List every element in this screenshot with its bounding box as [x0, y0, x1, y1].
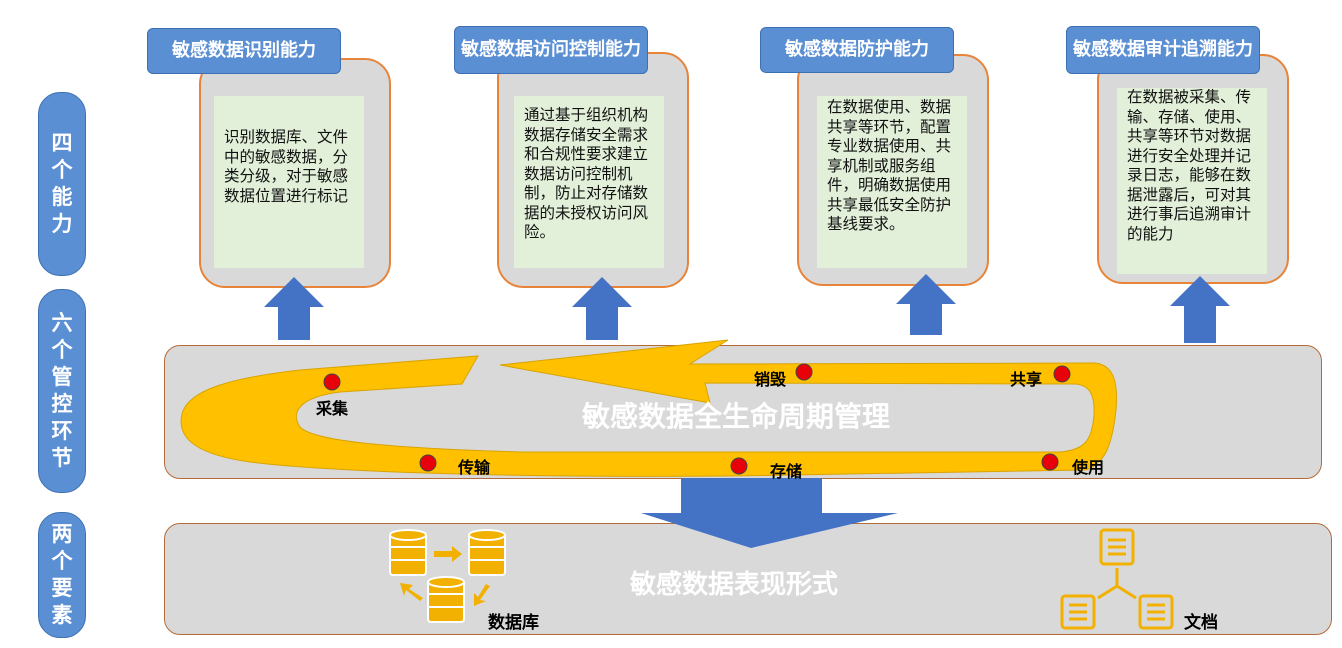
capability-title-protection: 敏感数据防护能力 [760, 27, 954, 73]
stage-label-destroy: 销毁 [754, 370, 787, 389]
up-arrow-identify [264, 277, 324, 340]
stage-label-share: 共享 [1010, 370, 1043, 389]
stage-label-transmit: 传输 [458, 458, 491, 477]
capability-desc-access-control: 通过基于组织机构数据存储安全需求和合规性要求建立数据访问控制机制，防止对存储数据… [514, 96, 664, 268]
stage-label-collect: 采集 [316, 399, 349, 418]
down-arrow-elements [641, 478, 898, 548]
side-label-four-capabilities: 四个能力 [38, 92, 86, 276]
up-arrow-audit [1170, 276, 1230, 343]
stage-dot-collect [323, 373, 341, 391]
lifecycle-ring [180, 339, 1117, 477]
elements-title: 敏感数据表现形式 [630, 570, 839, 600]
stage-dot-destroy [795, 363, 813, 381]
stage-label-use: 使用 [1072, 458, 1105, 477]
capability-desc-audit: 在数据被采集、传输、存储、使用、共享等环节对数据进行安全处理并记录日志，能够在数… [1117, 88, 1267, 274]
stage-dot-use [1041, 453, 1059, 471]
capability-title-access-control: 敏感数据访问控制能力 [454, 26, 648, 74]
database-flow-arrows [400, 546, 490, 606]
side-label-six-controls: 六个管控环节 [38, 289, 86, 493]
lifecycle-title: 敏感数据全生命周期管理 [582, 400, 891, 433]
side-label-text: 两个要素 [51, 522, 73, 627]
element-label-database: 数据库 [488, 613, 539, 633]
side-label-text: 六个管控环节 [51, 311, 73, 470]
capability-desc-identify: 识别数据库、文件中的敏感数据，分类分级，对于敏感数据位置进行标记 [214, 96, 364, 268]
side-label-text: 四个能力 [51, 131, 73, 236]
database-icon [389, 529, 506, 623]
stage-label-store: 存储 [770, 462, 803, 481]
side-label-two-elements: 两个要素 [38, 512, 86, 638]
stage-dot-share [1053, 365, 1071, 383]
stage-dot-transmit [419, 454, 437, 472]
stage-dot-store [730, 457, 748, 475]
element-label-document: 文档 [1184, 613, 1218, 633]
capability-title-audit: 敏感数据审计追溯能力 [1066, 26, 1260, 74]
capability-title-identify: 敏感数据识别能力 [147, 28, 341, 74]
up-arrow-access-control [572, 277, 632, 340]
document-icon [1060, 528, 1174, 630]
up-arrow-protection [896, 274, 956, 335]
capability-desc-protection: 在数据使用、数据共享等环节，配置专业数据使用、共享机制或服务组件，明确数据使用共… [817, 96, 967, 268]
